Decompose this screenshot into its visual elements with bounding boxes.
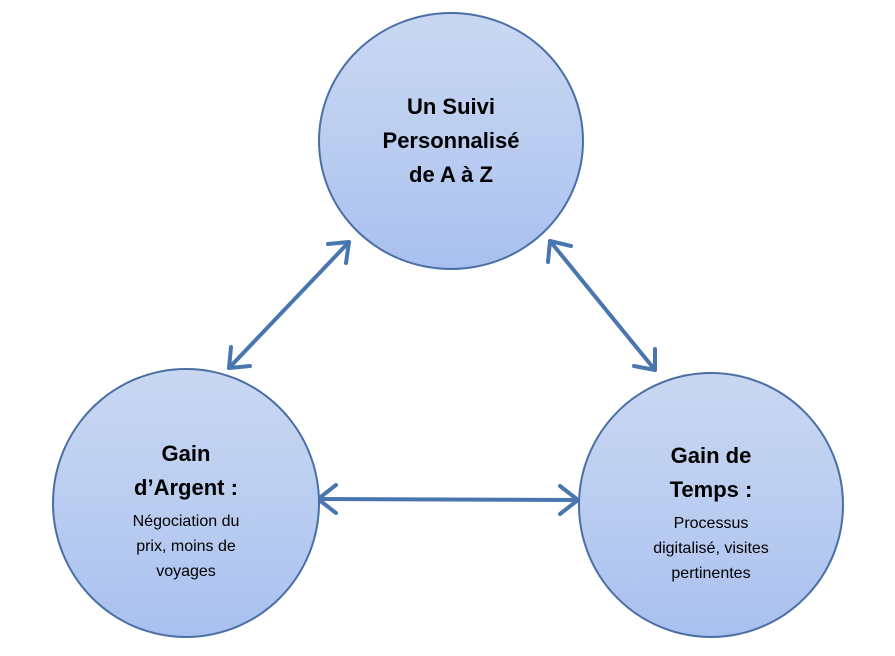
node-content: Gain d’Argent : Négociation du prix, moi… [133, 437, 240, 584]
node-title: Gain de Temps : [653, 439, 769, 507]
title-line: d’Argent : [134, 474, 238, 500]
desc-line: voyages [156, 562, 216, 580]
arrow-left-right [316, 483, 580, 516]
arrow-top-right [546, 239, 657, 372]
arrow-top-left [227, 240, 351, 370]
desc-line: pertinentes [671, 564, 751, 582]
title-line: Temps : [669, 476, 753, 502]
desc-line: prix, moins de [136, 537, 236, 555]
title-line: Gain de [670, 442, 752, 468]
node-title: Gain d’Argent : [133, 437, 240, 505]
title-line: Un Suivi [406, 94, 495, 119]
node-title: Un Suivi Personnalisé de A à Z [383, 90, 520, 192]
node-content: Gain de Temps : Processus digitalisé, vi… [653, 439, 769, 586]
node-gain-argent: Gain d’Argent : Négociation du prix, moi… [52, 368, 320, 638]
title-line: de A à Z [409, 162, 493, 187]
node-description: Processus digitalisé, visites pertinente… [653, 511, 769, 586]
node-gain-temps: Gain de Temps : Processus digitalisé, vi… [578, 372, 844, 638]
desc-line: digitalisé, visites [653, 539, 769, 557]
desc-line: Processus [673, 514, 749, 532]
desc-line: Négociation du [132, 512, 240, 530]
node-suivi-personnalise: Un Suivi Personnalisé de A à Z [318, 12, 584, 270]
title-line: Personnalisé [382, 128, 520, 153]
title-line: Gain [161, 440, 211, 466]
node-description: Négociation du prix, moins de voyages [133, 509, 240, 584]
